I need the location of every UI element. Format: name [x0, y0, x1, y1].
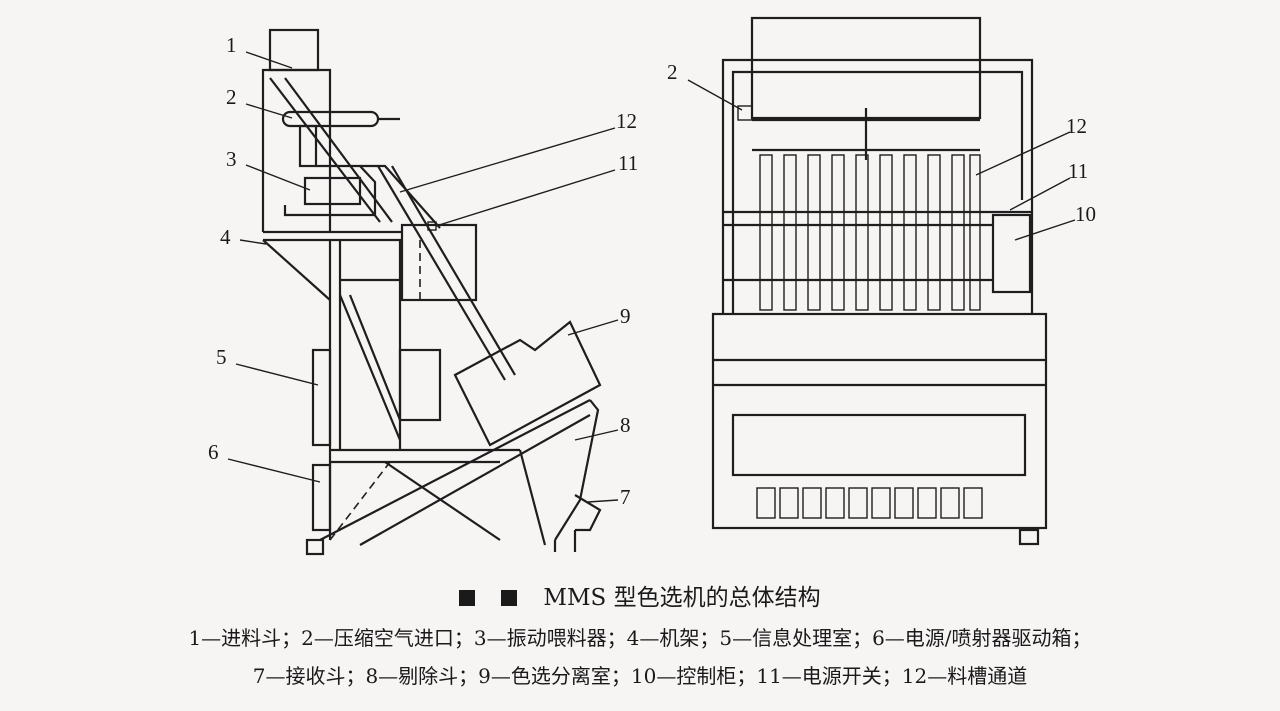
power-box	[311, 463, 332, 532]
control-buttons	[756, 487, 983, 519]
label-1: 1	[226, 33, 237, 57]
front-view-labels: 2 12 11 10	[667, 60, 1096, 226]
front-label-11: 11	[1068, 159, 1088, 183]
label-9: 9	[620, 304, 631, 328]
control-cabinet	[991, 213, 1032, 294]
label-2: 2	[226, 85, 237, 109]
label-12: 12	[616, 109, 637, 133]
label-6: 6	[208, 440, 219, 464]
figure-title: MMS 型色选机的总体结构	[0, 578, 1280, 612]
reject-hopper	[319, 399, 591, 541]
square-marker	[501, 590, 518, 606]
machine-diagram: 1 2 3 4 5 6 12 11 9 8 7 2 12 11 10	[208, 16, 1096, 556]
info-processing-room	[311, 348, 332, 447]
figure-title-text: MMS 型色选机的总体结构	[543, 585, 821, 611]
receiving-hopper	[574, 494, 602, 532]
vibrating-feeder	[303, 176, 362, 206]
side-view	[261, 28, 602, 556]
label-5: 5	[216, 345, 227, 369]
label-11: 11	[618, 151, 638, 175]
chute-channels	[759, 154, 981, 311]
feed-hopper	[268, 28, 320, 72]
front-label-12: 12	[1066, 114, 1087, 138]
front-view	[711, 16, 1048, 546]
label-8: 8	[620, 413, 631, 437]
sorting-chamber	[453, 320, 602, 447]
label-7: 7	[620, 485, 631, 509]
square-marker	[459, 590, 476, 606]
side-view-labels: 1 2 3 4 5 6 12 11 9 8 7	[208, 33, 638, 509]
label-3: 3	[226, 147, 237, 171]
label-4: 4	[220, 225, 231, 249]
legend-line-2: 7—接收斗；8—剔除斗；9—色选分离室；10—控制柜；11—电源开关；12—料槽…	[252, 664, 1028, 688]
chute-channel	[377, 165, 506, 381]
upper-frame	[261, 68, 332, 232]
lower-body	[711, 312, 1048, 530]
front-label-10: 10	[1075, 202, 1096, 226]
legend-line-1: 1—进料斗；2—压缩空气进口；3—振动喂料器；4—机架；5—信息处理室；6—电源…	[188, 626, 1092, 650]
front-label-2: 2	[667, 60, 678, 84]
